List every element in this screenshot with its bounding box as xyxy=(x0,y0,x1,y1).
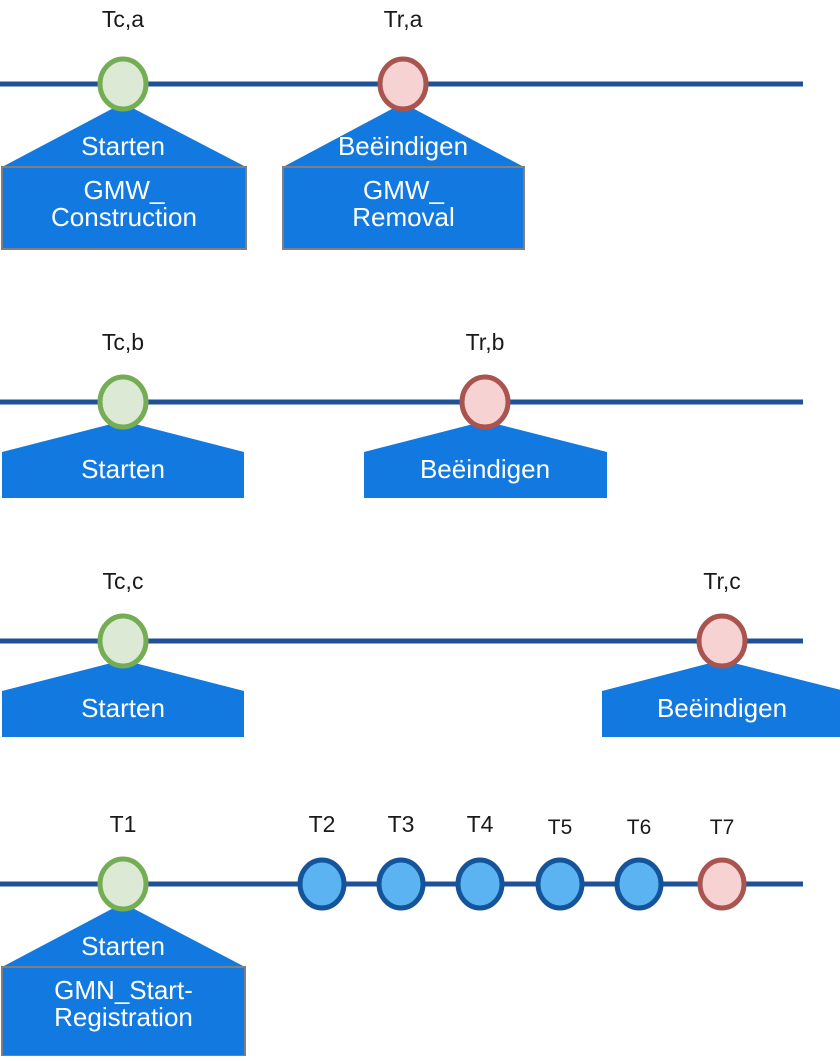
marker-tr-a-tick-label: Tr,a xyxy=(383,6,423,32)
timeline-c xyxy=(0,613,840,737)
marker-tr-a-pennant-roof-label: Beëindigen xyxy=(337,131,469,161)
timeline-d xyxy=(0,856,803,1057)
marker-tc-b-pennant-shape xyxy=(2,421,244,498)
marker-t3-circle[interactable] xyxy=(376,857,426,911)
marker-t1-tick-label: T1 xyxy=(109,811,137,837)
marker-tc-a-pennant-roof-label: Starten xyxy=(81,131,165,161)
marker-t7-circle[interactable] xyxy=(697,857,747,911)
marker-t1-circle[interactable] xyxy=(97,856,149,912)
marker-tc-b-tick-label: Tc,b xyxy=(101,329,145,355)
marker-t1-pennant-roof xyxy=(2,903,245,967)
marker-t6-tick-label: T6 xyxy=(626,816,652,839)
marker-tc-b-pennant xyxy=(2,421,244,498)
marker-t1-pennant-roof-label: Starten xyxy=(81,931,165,961)
marker-t7-tick-label: T7 xyxy=(709,816,735,839)
marker-t5-circle[interactable] xyxy=(535,857,585,911)
marker-tc-c-pennant-roof-label: Starten xyxy=(81,693,165,723)
marker-t1-pennant-box xyxy=(1,966,246,1057)
marker-tc-a-pennant-box xyxy=(1,166,247,250)
marker-tc-a-circle[interactable] xyxy=(97,56,149,112)
marker-t5-tick-label: T5 xyxy=(547,816,573,839)
timeline-b xyxy=(0,374,803,498)
marker-t1-pennant-box-label: GMN_Start-Registration xyxy=(2,975,245,1033)
marker-tc-b-circle[interactable] xyxy=(97,374,149,430)
marker-tc-c-circle[interactable] xyxy=(97,613,149,669)
marker-tr-a-pennant-box-line: Removal xyxy=(352,202,455,233)
marker-tr-a-pennant-roof xyxy=(283,103,524,167)
marker-tr-c-pennant xyxy=(602,660,840,737)
marker-tr-a-pennant-box-label: GMW_Removal xyxy=(283,175,524,233)
marker-tr-c-pennant-shape xyxy=(602,660,840,737)
marker-tr-b-circle[interactable] xyxy=(459,374,511,430)
marker-tr-c-tick-label: Tr,c xyxy=(703,568,741,594)
marker-tc-a-pennant-box-label: GMW_Construction xyxy=(2,175,246,233)
marker-tr-a-pennant xyxy=(282,103,525,250)
marker-tr-b-pennant-roof-label: Beëindigen xyxy=(419,454,551,484)
marker-tr-a-pennant-box-line: GMW_ xyxy=(363,175,444,205)
timeline-a xyxy=(0,56,803,250)
marker-tc-a-pennant-box-line: Construction xyxy=(51,202,197,233)
marker-tc-a-tick-label: Tc,a xyxy=(101,6,145,32)
marker-tc-c-pennant xyxy=(2,660,244,737)
marker-tc-a-pennant xyxy=(1,103,247,250)
marker-tr-b-pennant xyxy=(364,421,607,498)
marker-tr-b-tick-label: Tr,b xyxy=(465,329,505,355)
marker-tc-c-pennant-shape xyxy=(2,660,244,737)
marker-t1-pennant xyxy=(1,903,246,1057)
marker-tr-b-pennant-shape xyxy=(364,421,607,498)
marker-tc-a-pennant-box-line: GMW_ xyxy=(83,175,165,205)
marker-t6-circle[interactable] xyxy=(614,857,664,911)
marker-t2-circle[interactable] xyxy=(297,857,347,911)
marker-t4-circle[interactable] xyxy=(455,857,505,911)
marker-tr-c-pennant-roof-label: Beëindigen xyxy=(656,693,788,723)
marker-tc-a-pennant-roof xyxy=(2,103,246,167)
marker-t1-pennant-box-line: Registration xyxy=(54,1002,193,1033)
marker-tr-a-pennant-box xyxy=(282,166,525,250)
marker-tr-a-circle[interactable] xyxy=(377,56,429,112)
marker-t4-tick-label: T4 xyxy=(466,811,494,837)
marker-t1-pennant-box-line: GMN_Start- xyxy=(54,975,193,1005)
marker-tc-b-pennant-roof-label: Starten xyxy=(81,454,165,484)
marker-tr-c-circle[interactable] xyxy=(696,613,748,669)
marker-tc-c-tick-label: Tc,c xyxy=(102,568,144,594)
marker-t2-tick-label: T2 xyxy=(308,811,336,837)
marker-t3-tick-label: T3 xyxy=(387,811,415,837)
